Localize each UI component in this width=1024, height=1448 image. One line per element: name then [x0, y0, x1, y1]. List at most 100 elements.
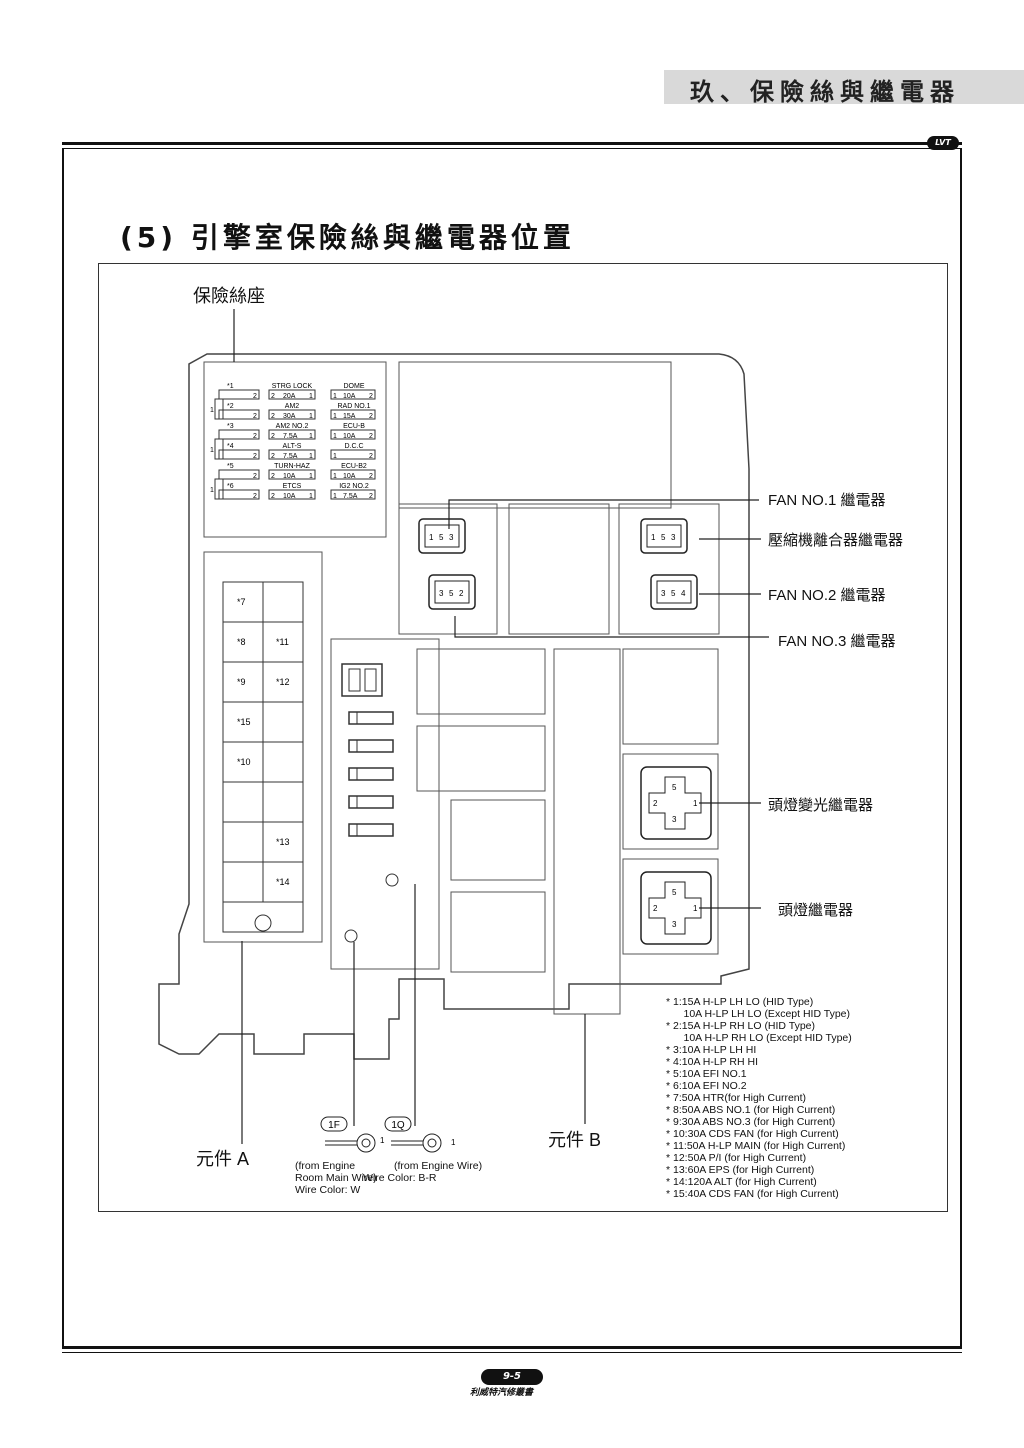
- fuse-name: ECU-B2: [341, 463, 367, 470]
- fuse-name: RAD NO.1: [337, 403, 370, 410]
- block-a-cell: [262, 581, 304, 623]
- small-fuse-panel: [330, 638, 440, 970]
- fuse-name: ALT-S: [283, 443, 302, 450]
- fuse-slot: [218, 429, 260, 440]
- fuse-bracket: [214, 478, 224, 500]
- fuse-slot: [330, 409, 376, 420]
- relay-pin-label: 1: [651, 533, 656, 542]
- top-rule: [62, 142, 962, 145]
- fuse-slot: [218, 489, 260, 500]
- mini-fuse: [348, 767, 394, 781]
- fuse-pin: 2: [271, 453, 275, 460]
- fuse-pin: 2: [253, 473, 257, 480]
- fuse-slot: [330, 389, 376, 400]
- connector-pin-1f: 1: [380, 1136, 385, 1145]
- mini-fuses: [348, 711, 394, 837]
- fuse-pin: 1: [210, 407, 214, 414]
- fuse-mark: *1: [227, 383, 234, 390]
- block-a-cell-label: *10: [237, 757, 251, 767]
- central-block-4: [450, 891, 546, 973]
- fuse-mark: *6: [227, 483, 234, 490]
- fuse-slot: [330, 469, 376, 480]
- publisher-name: 利威特汽修叢書: [470, 1388, 534, 1398]
- fuse-rating: 10A: [283, 493, 296, 500]
- connector-tag-1f: 1F: [328, 1120, 340, 1131]
- relay-pin-label: 5: [672, 888, 677, 897]
- label-fan2-relay: FAN NO.2 繼電器: [768, 587, 886, 604]
- fuse-bracket: [214, 398, 224, 420]
- block-a-cell-label: *14: [276, 877, 290, 887]
- label-headlamp-relay: 頭燈繼電器: [778, 902, 854, 919]
- fuse-slot: [268, 489, 316, 500]
- legend-line: * 7:50A HTR(for High Current): [666, 1092, 807, 1104]
- fuse-pin: 1: [333, 453, 337, 460]
- fuse-pin: 1: [333, 393, 337, 400]
- fuse-pin: 2: [253, 413, 257, 420]
- relay-pin-label: 5: [449, 589, 454, 598]
- fuse-slot: [218, 469, 260, 480]
- block-a-cell: [262, 781, 304, 823]
- fuse-mark: *2: [227, 403, 234, 410]
- block-a-cell: [262, 701, 304, 743]
- fuse-rating: 7.5A: [283, 453, 298, 460]
- fuse-mark: *5: [227, 463, 234, 470]
- legend-line: * 6:10A EFI NO.2: [666, 1080, 747, 1092]
- fuse-slot: [330, 449, 376, 460]
- relay-slot-fan2: [618, 503, 720, 635]
- connector-1q-description: (from Engine Wire) Wire Color: B-R: [363, 1160, 483, 1184]
- fuse-pin: 2: [271, 493, 275, 500]
- fuse-slot: [268, 429, 316, 440]
- legend-line: * 13:60A EPS (for High Current): [666, 1164, 815, 1176]
- fuse-rating: 10A: [343, 393, 356, 400]
- ring-terminals: [320, 1116, 442, 1153]
- legend-line: * 14:120A ALT (for High Current): [666, 1176, 817, 1188]
- fuse-pin: 1: [309, 413, 313, 420]
- connector-1f-description: (from Engine Room Main Wire) Wire Color:…: [295, 1160, 377, 1196]
- fuse-slot: [268, 409, 316, 420]
- fuse-pin: 1: [333, 493, 337, 500]
- fuse-pin: 2: [253, 393, 257, 400]
- fuse-rating: 7.5A: [343, 493, 358, 500]
- fuse-slot: [218, 409, 260, 420]
- leader-lines: [233, 309, 769, 1144]
- small-fuse-square: [341, 663, 383, 697]
- relay-pin-label: 2: [653, 904, 658, 913]
- fan3-relay: [428, 574, 476, 610]
- fuse-pin: 2: [369, 413, 373, 420]
- fuse-pin: 1: [309, 393, 313, 400]
- fuse-name: IG2 NO.2: [339, 483, 369, 490]
- block-a-cell-label: *12: [276, 677, 290, 687]
- relay-pin-label: 3: [449, 533, 454, 542]
- fuse-slot: [268, 469, 316, 480]
- fuse-pin: 2: [253, 433, 257, 440]
- relay-pin-label: 3: [439, 589, 444, 598]
- fuse-mark: *4: [227, 443, 234, 450]
- relay-pin-label: 3: [671, 533, 676, 542]
- fuse-pin: 2: [271, 393, 275, 400]
- legend-line: * 2:15A H-LP RH LO (HID Type): [666, 1020, 816, 1032]
- relay-pin-label: 5: [671, 589, 676, 598]
- relay-pin-label: 1: [693, 904, 698, 913]
- legend-line: * 12:50A P/I (for High Current): [666, 1152, 807, 1164]
- fuse-mark: *3: [227, 423, 234, 430]
- relay-pin-label: 3: [672, 815, 677, 824]
- frame-right: [960, 148, 962, 1348]
- connector-tag-1q: 1Q: [391, 1120, 405, 1131]
- block-a-cell-label: *15: [237, 717, 251, 727]
- fuse-slot: [218, 449, 260, 460]
- fuse-pin: 2: [369, 493, 373, 500]
- label-fan3-relay: FAN NO.3 繼電器: [778, 633, 896, 650]
- fuse-name: DOME: [344, 383, 365, 390]
- relay-pin-label: 5: [672, 783, 677, 792]
- fuse-panel: [203, 361, 387, 538]
- fuse-slot: [330, 429, 376, 440]
- block-a-foot: [222, 901, 304, 933]
- relay-slot-fan1-fan3: [398, 503, 498, 635]
- top-rule-thin: [62, 148, 962, 149]
- fuse-rating: 10A: [343, 433, 356, 440]
- fuse-pin: 1: [309, 433, 313, 440]
- publisher-logo: LVT: [927, 136, 959, 150]
- label-dimmer-relay: 頭燈變光繼電器: [768, 797, 874, 814]
